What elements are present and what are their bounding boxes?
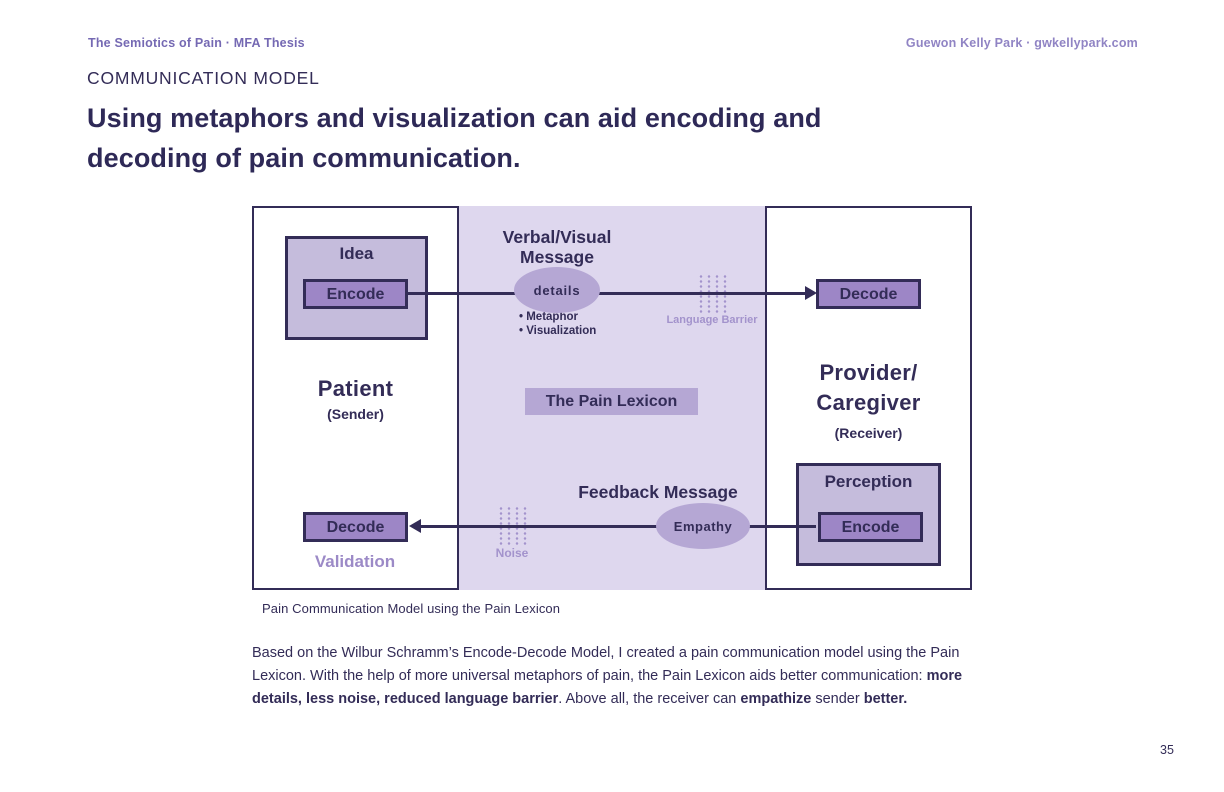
provider-line: Provider/ [819,360,918,385]
page-title-line1: Using metaphors and visualization can ai… [87,103,822,133]
bullet-metaphor: • Metaphor [519,311,578,323]
body-normal-3: sender [811,690,864,707]
feedback-arrowhead-icon [409,519,421,533]
sender-decode-chip: Decode [303,512,408,542]
sender-encode-chip: Encode [303,279,408,309]
idea-label: Idea [339,244,374,263]
bullet-visualization: • Visualization [519,324,597,337]
body-bold-3: better. [863,690,908,707]
receiver-encode-chip: Encode [818,512,923,542]
communication-model-diagram: Idea Encode Patient (Sender) Decode Vali… [252,206,972,590]
message-bullets: • Metaphor • Visualization [519,311,596,338]
body-normal-2: . Above all, the receiver can [558,690,741,707]
caregiver-line: Caregiver [816,390,921,415]
language-barrier-label: Language Barrier [666,314,758,326]
verbal-visual-line2: Message [520,247,594,267]
section-kicker: COMMUNICATION MODEL [87,68,320,88]
patient-label: Patient [317,376,394,401]
message-arrowhead-icon [805,286,817,300]
body-bold-1: more details, less noise, reduced langua… [252,667,963,707]
feedback-arrow-line [420,525,816,528]
verbal-visual-line1: Verbal/Visual [502,227,612,247]
provider-caregiver-label: Provider/ Caregiver [765,358,972,418]
message-arrow-line [408,292,808,295]
body-bold-2: empathize [740,690,812,707]
receiver-sublabel: (Receiver) [834,425,903,441]
body-paragraph: Based on the Wilbur Schramm’s Encode-Dec… [252,642,978,710]
diagram-caption: Pain Communication Model using the Pain … [262,601,561,616]
page-number: 35 [1160,743,1174,757]
body-normal-1: Based on the Wilbur Schramm’s Encode-Dec… [252,645,960,684]
empathy-bubble: Empathy [656,503,750,549]
receiver-decode-chip: Decode [816,279,921,309]
thesis-title-meta: The Semiotics of Pain · MFA Thesis [88,36,305,50]
page-title: Using metaphors and visualization can ai… [87,98,822,178]
verbal-visual-message-label: Verbal/Visual Message [457,227,657,267]
author-website-link[interactable]: Guewon Kelly Park · gwkellypark.com [905,36,1138,50]
sender-sublabel: (Sender) [327,406,384,422]
feedback-message-label: Feedback Message [578,482,738,502]
page-title-line2: decoding of pain communication. [87,143,521,173]
validation-label: Validation [314,552,396,571]
details-bubble: details [514,267,600,313]
noise-label: Noise [495,546,529,560]
pain-lexicon-box: The Pain Lexicon [525,388,698,415]
perception-label: Perception [824,472,913,491]
